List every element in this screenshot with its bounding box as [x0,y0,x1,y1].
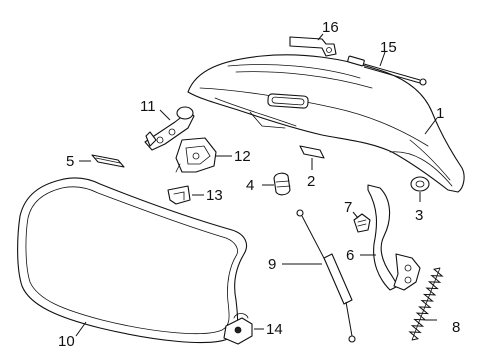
callout-6: 6 [346,247,354,264]
bracket-part-16 [289,33,337,57]
callout-8: 8 [452,319,460,336]
seal-part-5 [79,154,125,168]
weatherstrip-part-10 [17,177,248,344]
callout-13: 13 [206,187,223,204]
callout-5: 5 [66,153,74,170]
seal-part-2 [299,145,325,170]
callout-7: 7 [344,199,352,216]
callout-3: 3 [415,207,423,224]
latch-part-12 [175,137,232,173]
callout-4: 4 [246,177,254,194]
clip-part-13 [167,185,204,205]
callout-15: 15 [380,39,397,56]
strut-part-9 [282,209,356,343]
callout-11: 11 [140,98,156,115]
trunk-lid-part [187,54,465,193]
hinge-part-11 [144,106,195,151]
spring-coil [408,267,444,341]
rod-part-15 [347,51,427,86]
callout-16: 16 [322,19,339,36]
callout-2: 2 [307,173,315,190]
grommet-part-3 [410,176,430,202]
callout-9: 9 [268,256,276,273]
bumper-part-4 [262,172,291,196]
callout-12: 12 [234,148,251,165]
clip-part-7 [352,211,371,233]
callout-1: 1 [436,105,444,122]
spring-part-8 [408,267,444,341]
callout-10: 10 [58,333,75,350]
hinge-arm-part-6 [360,184,421,291]
callout-14: 14 [266,321,283,338]
striker-part-14 [223,313,264,345]
